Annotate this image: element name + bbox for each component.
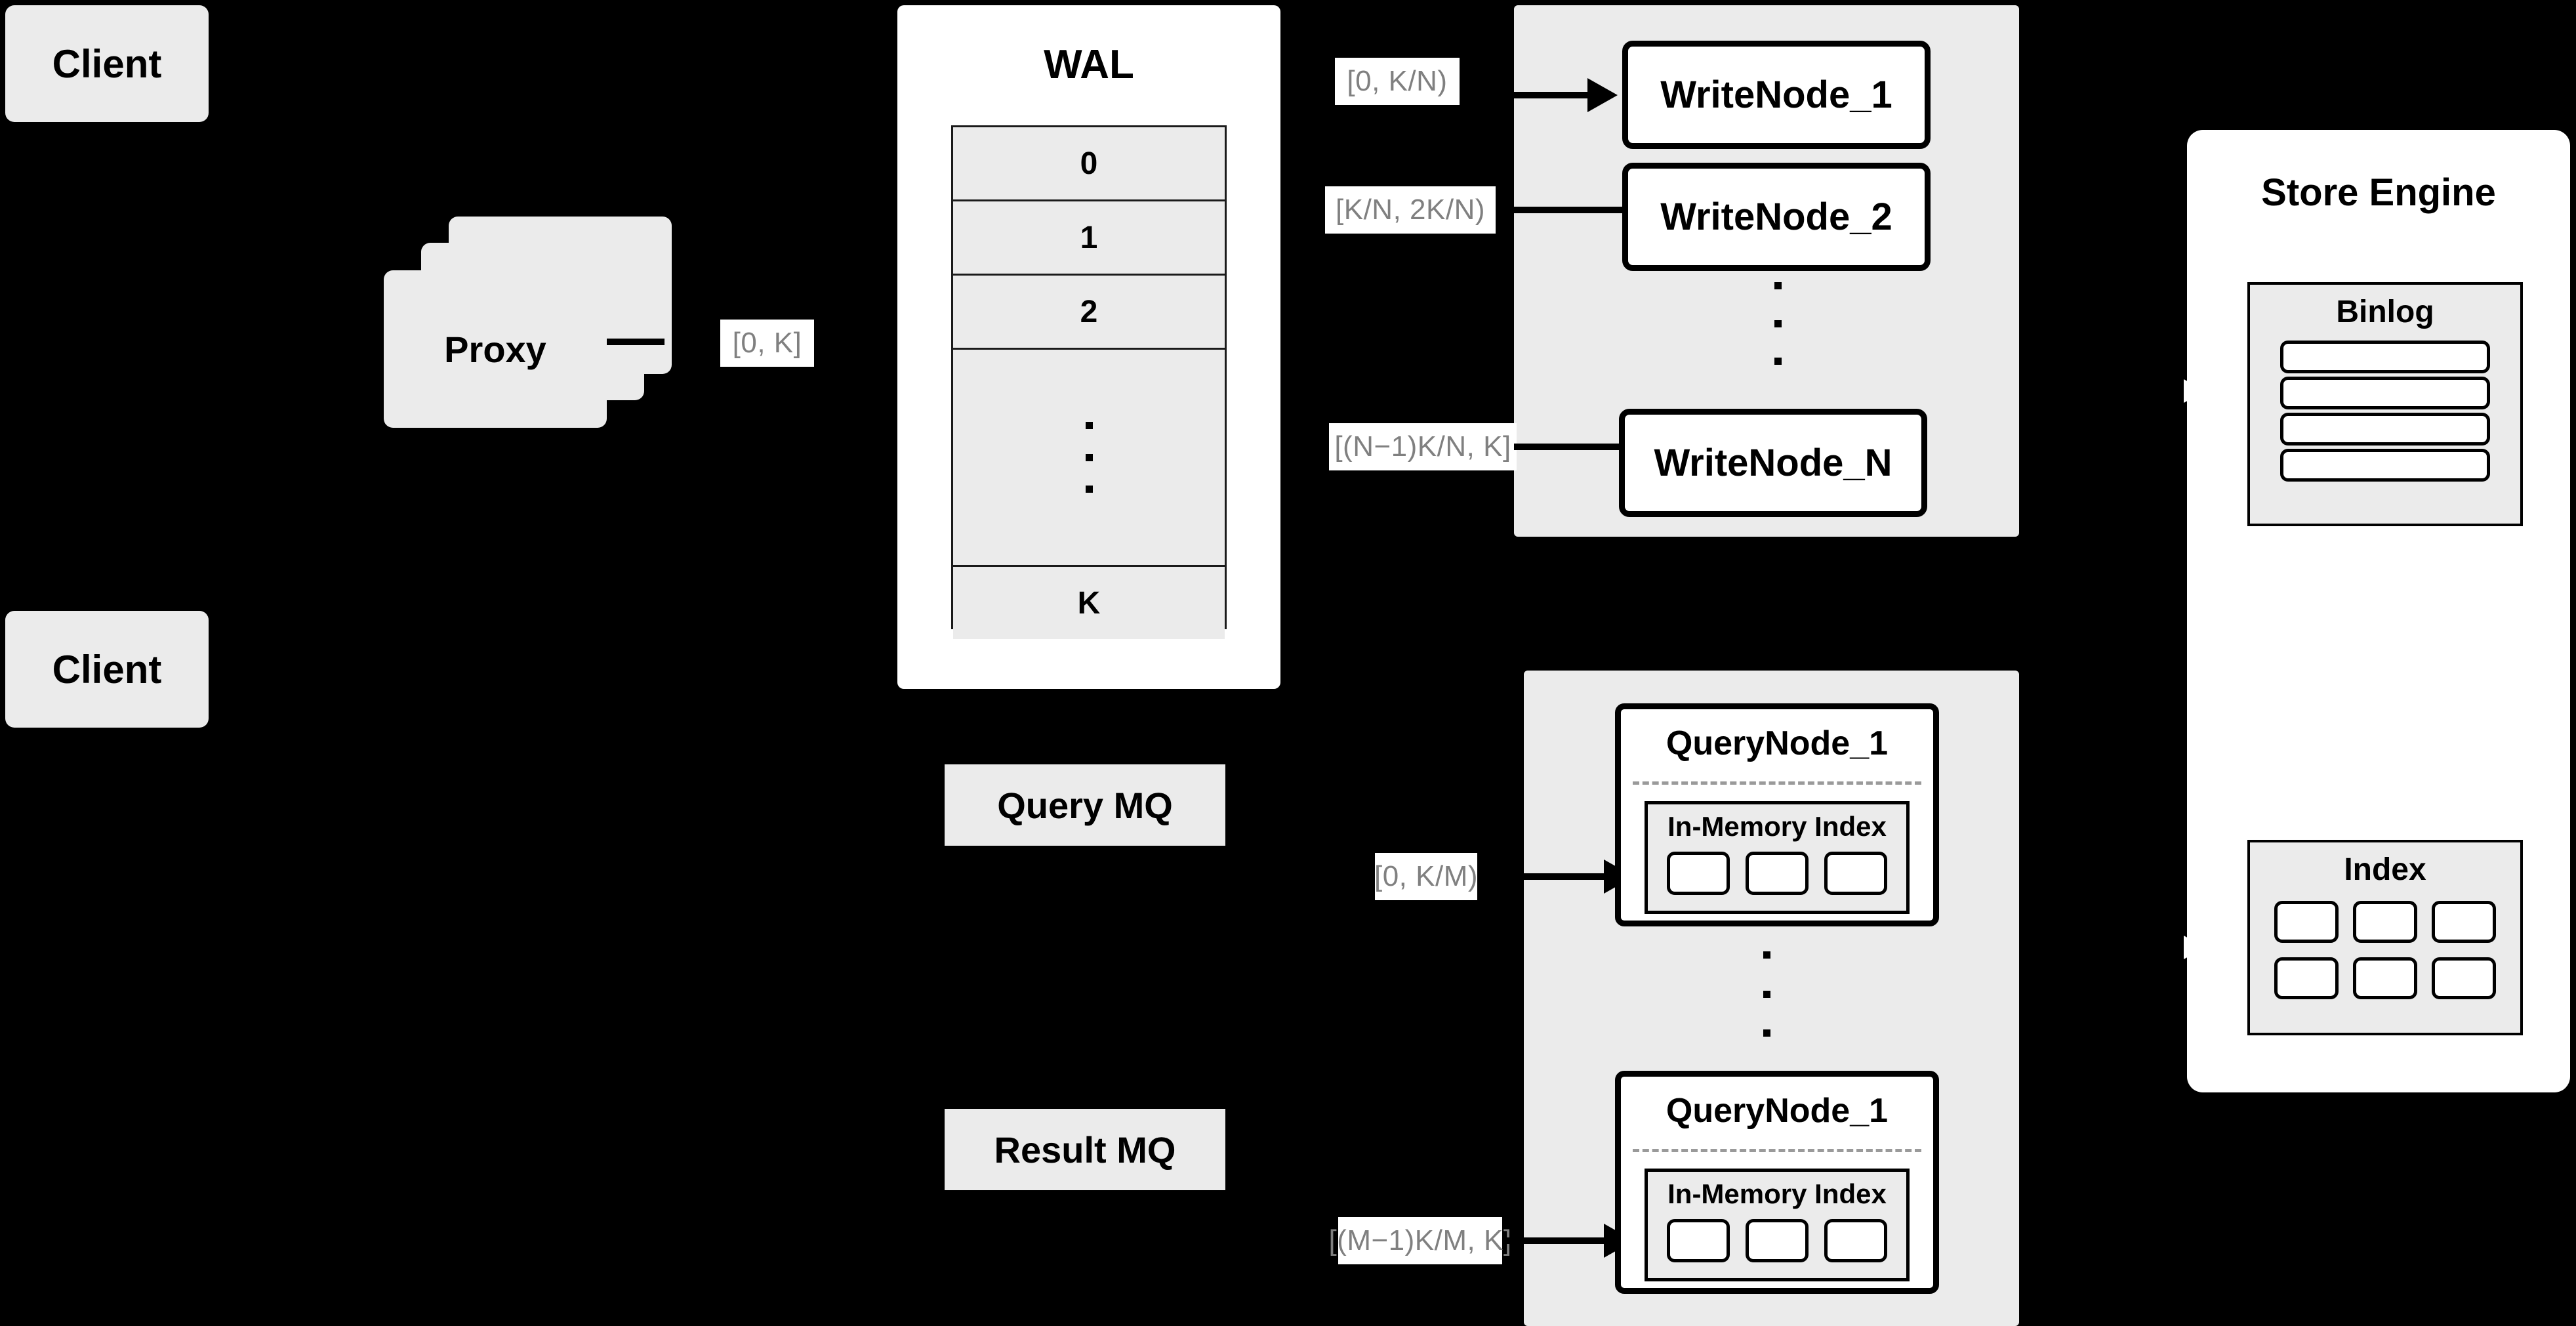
binlog-box: Binlog bbox=[2247, 282, 2523, 526]
index-slot[interactable] bbox=[2274, 957, 2339, 999]
arrow-shaft bbox=[1466, 92, 1591, 98]
wal-row[interactable]: 2 bbox=[953, 276, 1225, 350]
index-slot[interactable] bbox=[1746, 1219, 1809, 1262]
write-node-n[interactable]: WriteNode_N bbox=[1619, 409, 1927, 517]
proxy-out-interval-label: [0, K] bbox=[720, 320, 814, 367]
proxy-card-front[interactable]: Proxy bbox=[384, 270, 607, 428]
query-node-m-label: QueryNode_1 bbox=[1666, 1092, 1889, 1130]
client-label-2: Client bbox=[52, 647, 162, 692]
index-slot[interactable] bbox=[1667, 1219, 1730, 1262]
write-node-n-interval-label: [(N−1)K/N, K] bbox=[1329, 423, 1517, 470]
arrow-head-icon bbox=[1587, 78, 1618, 112]
query-node-1-divider bbox=[1633, 781, 1921, 785]
write-node-n-label: WriteNode_N bbox=[1654, 442, 1892, 484]
arrow-shaft bbox=[1514, 444, 1625, 450]
arrow-shaft bbox=[2140, 944, 2192, 951]
wal-row-label: 1 bbox=[1080, 220, 1098, 255]
result-mq-label: Result MQ bbox=[994, 1129, 1176, 1171]
wal-row[interactable]: 1 bbox=[953, 201, 1225, 276]
wal-row-label: K bbox=[1077, 585, 1101, 621]
store-engine-title: Store Engine bbox=[2261, 171, 2496, 214]
client-box-2[interactable]: Client bbox=[5, 611, 209, 728]
index-box: Index bbox=[2247, 840, 2523, 1035]
query-mq-box[interactable]: Query MQ bbox=[945, 764, 1225, 846]
write-node-1-label: WriteNode_1 bbox=[1660, 73, 1892, 116]
write-node-1[interactable]: WriteNode_1 bbox=[1622, 41, 1931, 149]
in-memory-index-title: In-Memory Index bbox=[1667, 1178, 1887, 1209]
index-slot[interactable] bbox=[1824, 852, 1887, 895]
arrow-to-write-node-1 bbox=[1466, 78, 1618, 112]
query-mq-label: Query MQ bbox=[997, 784, 1173, 826]
result-mq-box[interactable]: Result MQ bbox=[945, 1109, 1225, 1190]
query-node-m-interval-text: [(M−1)K/M, K] bbox=[1328, 1224, 1512, 1256]
query-node-1-label: QueryNode_1 bbox=[1666, 724, 1889, 762]
arrow-shaft bbox=[1479, 873, 1607, 880]
wal-row[interactable]: K bbox=[953, 567, 1225, 639]
index-slot[interactable] bbox=[2274, 901, 2339, 943]
query-node-1[interactable]: QueryNode_1 In-Memory Index bbox=[1615, 703, 1939, 926]
wal-row[interactable]: 0 bbox=[953, 127, 1225, 201]
proxy-out-interval-text: [0, K] bbox=[732, 327, 802, 359]
wal-row-ellipsis bbox=[953, 350, 1225, 567]
arrow-shaft bbox=[2140, 388, 2192, 394]
vertical-ellipsis-icon bbox=[1085, 422, 1093, 493]
binlog-row[interactable] bbox=[2280, 449, 2490, 482]
query-node-m-in-memory-index: In-Memory Index bbox=[1645, 1169, 1910, 1281]
write-node-n-interval-text: [(N−1)K/N, K] bbox=[1334, 430, 1511, 463]
wal-table: 0 1 2 K bbox=[951, 125, 1227, 639]
query-node-1-interval-label: [0, K/M) bbox=[1374, 853, 1479, 900]
write-node-2-interval-text: [K/N, 2K/N) bbox=[1336, 194, 1485, 226]
write-node-2[interactable]: WriteNode_2 bbox=[1622, 163, 1931, 271]
index-slot[interactable] bbox=[2432, 901, 2496, 943]
write-node-1-interval-text: [0, K/N) bbox=[1347, 65, 1448, 97]
write-node-1-interval-label: [0, K/N) bbox=[1335, 58, 1460, 105]
proxy-label: Proxy bbox=[444, 328, 546, 370]
query-node-m-interval-label: [(M−1)K/M, K] bbox=[1328, 1217, 1511, 1264]
binlog-row[interactable] bbox=[2280, 413, 2490, 445]
wal-title: WAL bbox=[1044, 42, 1134, 87]
index-slot[interactable] bbox=[1824, 1219, 1887, 1262]
wal-row-label: 0 bbox=[1080, 146, 1098, 181]
client-label-1: Client bbox=[52, 41, 162, 86]
write-node-2-label: WriteNode_2 bbox=[1660, 196, 1892, 238]
arrow-to-query-node-1 bbox=[1479, 860, 1634, 894]
client-box-1[interactable]: Client bbox=[5, 5, 209, 122]
index-title: Index bbox=[2344, 852, 2426, 887]
write-cluster-vertical-ellipsis-icon bbox=[1773, 282, 1782, 365]
query-node-m-divider bbox=[1633, 1149, 1921, 1152]
arrow-shaft bbox=[1501, 207, 1625, 213]
store-engine-panel: Store Engine Binlog Index bbox=[2187, 130, 2570, 1092]
index-slot[interactable] bbox=[2353, 957, 2417, 999]
wal-panel: WAL 0 1 2 K bbox=[897, 5, 1280, 689]
wal-row-label: 2 bbox=[1080, 294, 1098, 329]
binlog-row[interactable] bbox=[2280, 341, 2490, 373]
index-slot[interactable] bbox=[1746, 852, 1809, 895]
query-cluster-vertical-ellipsis-icon bbox=[1762, 951, 1771, 1037]
query-node-1-in-memory-index: In-Memory Index bbox=[1645, 801, 1910, 914]
in-memory-index-title: In-Memory Index bbox=[1667, 811, 1887, 842]
index-slot[interactable] bbox=[2353, 901, 2417, 943]
index-slot[interactable] bbox=[1667, 852, 1730, 895]
query-node-1-interval-text: [0, K/M) bbox=[1374, 860, 1479, 892]
write-node-2-interval-label: [K/N, 2K/N) bbox=[1325, 186, 1496, 234]
index-slot[interactable] bbox=[2432, 957, 2496, 999]
query-node-m[interactable]: QueryNode_1 In-Memory Index bbox=[1615, 1071, 1939, 1294]
binlog-title: Binlog bbox=[2336, 295, 2434, 329]
binlog-row[interactable] bbox=[2280, 377, 2490, 409]
arrow-shaft bbox=[1504, 1237, 1607, 1244]
proxy-connector-stub bbox=[607, 339, 664, 345]
